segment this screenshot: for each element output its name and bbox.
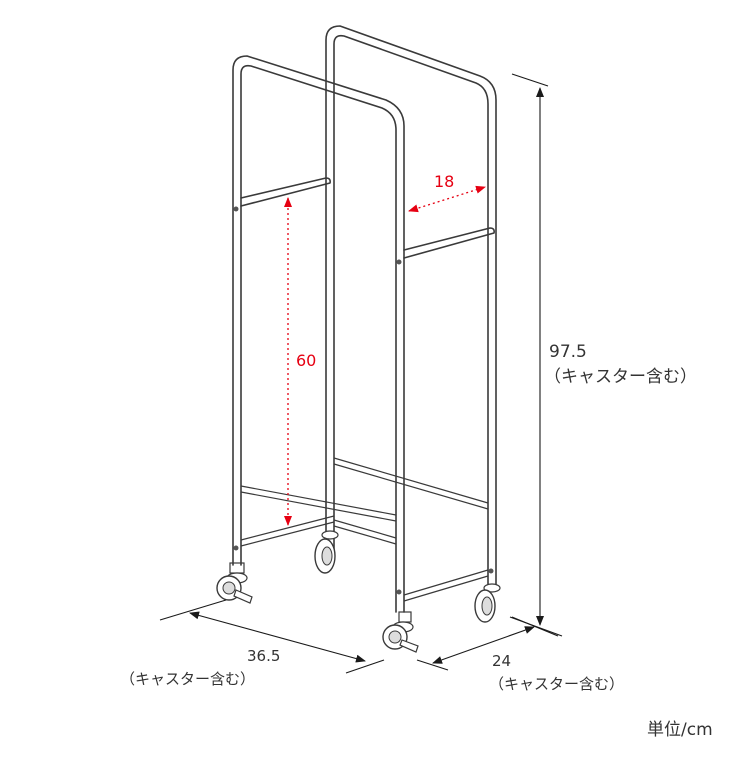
width-note: （キャスター含む） (120, 670, 255, 688)
depth-note: （キャスター含む） (489, 675, 624, 693)
upper-bars (240, 177, 495, 259)
bar-height-dimension: 60 (284, 197, 316, 526)
depth-dimension: 24 （キャスター含む） (416, 616, 624, 693)
height-dimension: 97.5 （キャスター含む） (511, 73, 697, 637)
caster-back-left (314, 530, 339, 574)
lower-bars (240, 457, 489, 602)
front-frame (232, 55, 405, 613)
width-dimension: 36.5 （キャスター含む） (120, 599, 385, 688)
caster-front-right (382, 611, 419, 653)
bar-height-value: 60 (296, 351, 316, 370)
gap-dimension: 18 (408, 172, 486, 213)
back-frame (325, 25, 497, 586)
screws (233, 206, 494, 595)
height-value: 97.5 (549, 342, 587, 362)
depth-value: 24 (492, 652, 511, 670)
caster-back-right (474, 583, 501, 623)
unit-label: 単位/cm (647, 720, 713, 740)
width-value: 36.5 (247, 647, 280, 665)
height-note: （キャスター含む） (544, 367, 697, 387)
gap-value: 18 (434, 172, 454, 191)
caster-front-left (216, 562, 253, 604)
